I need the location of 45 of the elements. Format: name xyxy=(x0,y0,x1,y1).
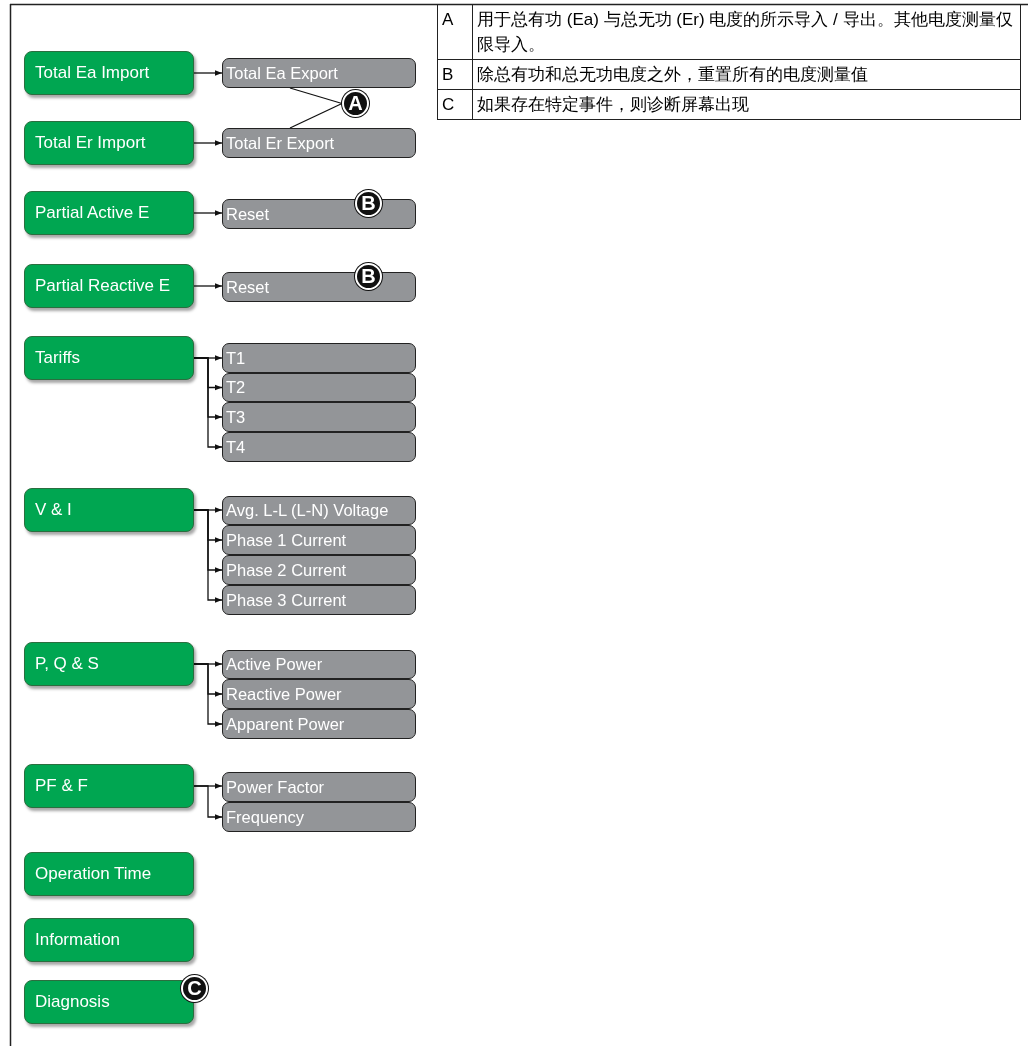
menu-item: P, Q & S xyxy=(24,642,194,686)
arrow xyxy=(193,210,223,216)
submenu-item: Total Er Export xyxy=(222,128,416,158)
submenu-item: Phase 1 Current xyxy=(222,525,416,555)
menu-item: Tariffs xyxy=(24,336,194,380)
arrow xyxy=(193,663,223,727)
submenu-item: T3 xyxy=(222,402,416,432)
callout-letter: B xyxy=(355,263,382,290)
leader-line xyxy=(289,87,343,105)
submenu-item: Power Factor xyxy=(222,772,416,802)
note-text: 用于总有功 (Ea) 与总无功 (Er) 电度的所示导入 / 导出。其他电度测量仅限导入。 xyxy=(472,4,1021,60)
note-letter: C xyxy=(437,89,473,120)
submenu-item: Active Power xyxy=(222,650,416,679)
note-letter: B xyxy=(437,59,473,90)
arrow xyxy=(193,509,223,603)
submenu-item: Total Ea Export xyxy=(222,58,416,88)
arrow xyxy=(193,283,223,289)
callout-letter: B xyxy=(355,190,382,217)
arrow xyxy=(193,785,223,820)
menu-item: PF & F xyxy=(24,764,194,808)
menu-item: Partial Reactive E xyxy=(24,264,194,308)
menu-item: Partial Active E xyxy=(24,191,194,235)
submenu-item: Phase 3 Current xyxy=(222,585,416,615)
submenu-item: Phase 2 Current xyxy=(222,555,416,585)
submenu-item: T2 xyxy=(222,373,416,402)
callout-letter: A xyxy=(342,90,369,117)
note-text: 除总有功和总无功电度之外，重置所有的电度测量值 xyxy=(472,59,1021,90)
submenu-item: Apparent Power xyxy=(222,709,416,739)
menu-item: Information xyxy=(24,918,194,962)
submenu-item: Avg. L-L (L-N) Voltage xyxy=(222,496,416,525)
submenu-item: Frequency xyxy=(222,802,416,832)
submenu-item: T4 xyxy=(222,432,416,462)
menu-item: Total Ea Import xyxy=(24,51,194,95)
arrow xyxy=(193,140,223,146)
menu-item: Operation Time xyxy=(24,852,194,896)
note-text: 如果存在特定事件，则诊断屏幕出现 xyxy=(472,89,1021,120)
callout-letter: C xyxy=(181,975,208,1002)
arrow xyxy=(193,357,223,450)
leader-line xyxy=(289,102,343,129)
menu-item: V & I xyxy=(24,488,194,532)
submenu-item: Reactive Power xyxy=(222,679,416,709)
arrow xyxy=(193,70,223,76)
menu-item: Total Er Import xyxy=(24,121,194,165)
note-letter: A xyxy=(437,4,473,60)
submenu-item: T1 xyxy=(222,343,416,373)
